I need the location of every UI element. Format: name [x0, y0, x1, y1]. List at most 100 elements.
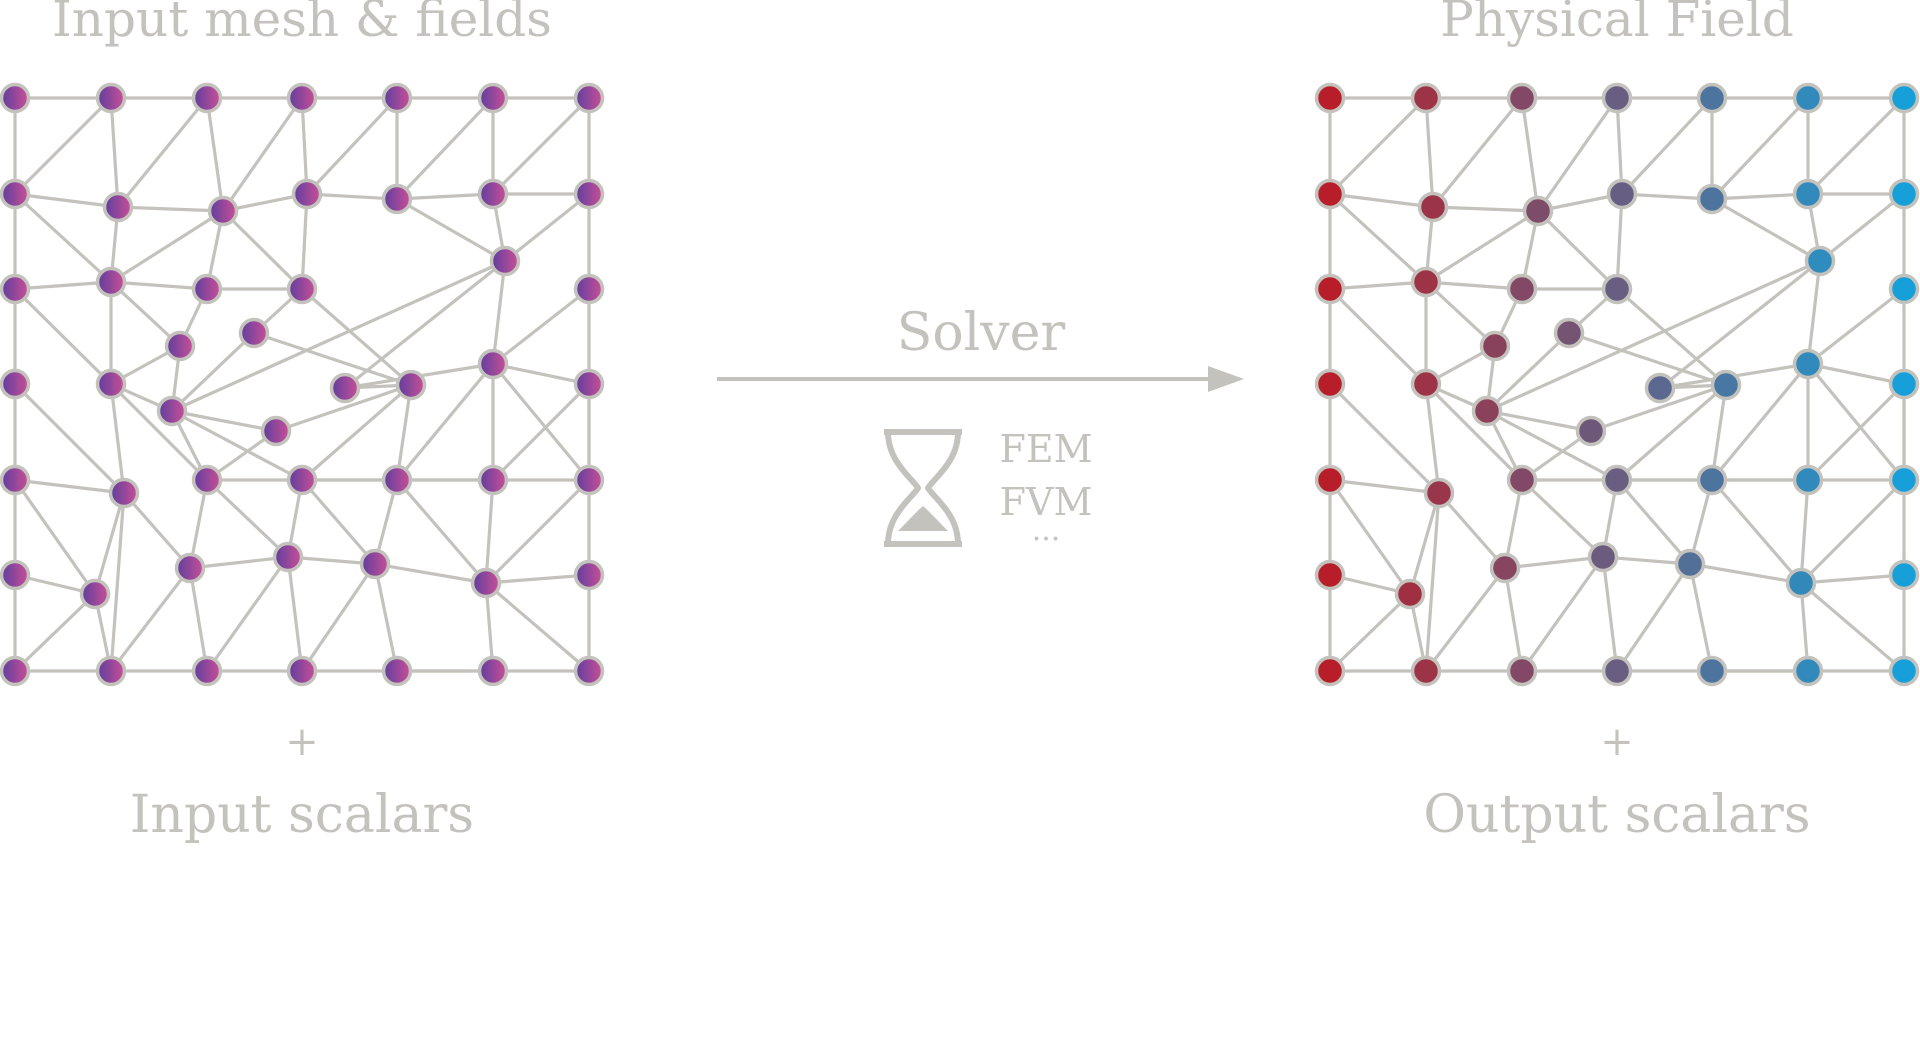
- output-mesh-edge: [1688, 562, 1714, 673]
- input-mesh-node: [477, 82, 509, 114]
- output-mesh-edge: [1806, 362, 1906, 482]
- output-mesh-node: [1696, 82, 1728, 114]
- input-mesh-node: [573, 464, 605, 496]
- input-mesh-node: [573, 178, 605, 210]
- input-mesh-edge: [109, 382, 209, 482]
- input-mesh-edge: [221, 96, 304, 213]
- input-mesh-node: [272, 541, 304, 573]
- input-mesh-node: [477, 464, 509, 496]
- output-mesh-edge: [1503, 566, 1524, 673]
- input-scalars-caption: Input scalars: [130, 785, 474, 845]
- output-mesh-edge: [1424, 382, 1524, 482]
- output-mesh-node: [1314, 273, 1346, 305]
- output-title: Physical Field: [1440, 0, 1794, 48]
- input-mesh-edge: [116, 96, 209, 209]
- input-mesh-node: [156, 395, 188, 427]
- input-mesh-edge: [188, 566, 209, 673]
- input-mesh-edge: [491, 96, 591, 196]
- physical-field-mesh: [1314, 82, 1920, 687]
- input-mesh-node: [477, 178, 509, 210]
- output-mesh-node: [1489, 552, 1521, 584]
- input-mesh-node: [489, 245, 521, 277]
- input-mesh-edge: [305, 96, 399, 196]
- output-mesh-edge: [1485, 409, 1619, 482]
- output-mesh-edge: [1615, 383, 1728, 482]
- output-mesh-node: [1888, 273, 1920, 305]
- input-mesh-node: [477, 348, 509, 380]
- input-mesh-edge: [491, 259, 507, 366]
- output-mesh-edge: [1424, 280, 1497, 348]
- input-mesh-node: [108, 477, 140, 509]
- arrow-right-icon: [717, 366, 1244, 392]
- output-mesh-node: [1471, 395, 1503, 427]
- output-mesh-edge: [1710, 96, 1810, 201]
- input-mesh-node: [286, 82, 318, 114]
- input-mesh-edge: [170, 409, 278, 433]
- plus-sign-right: +: [1600, 719, 1634, 765]
- input-mesh-node: [573, 82, 605, 114]
- output-mesh-edge: [1328, 192, 1435, 209]
- output-mesh-node: [1785, 567, 1817, 599]
- output-mesh-edge: [1806, 362, 1906, 386]
- input-mesh-edge: [109, 280, 209, 291]
- output-mesh-edge: [1328, 287, 1428, 386]
- input-mesh: [0, 82, 605, 687]
- input-mesh-node: [207, 195, 239, 227]
- input-mesh-node: [381, 464, 413, 496]
- input-mesh-edge: [300, 562, 377, 673]
- output-mesh-node: [1888, 368, 1920, 400]
- output-mesh-edge: [1520, 555, 1605, 673]
- output-mesh-node: [1696, 464, 1728, 496]
- output-mesh-edge: [1328, 478, 1441, 495]
- output-mesh-node: [1314, 464, 1346, 496]
- output-mesh-node: [1423, 477, 1455, 509]
- output-mesh-edge: [1688, 562, 1803, 585]
- input-mesh-node: [0, 368, 31, 400]
- input-mesh-edge: [109, 96, 120, 209]
- input-mesh-edge: [491, 382, 591, 482]
- input-mesh-edge: [395, 96, 495, 201]
- output-mesh-edge: [1710, 192, 1810, 201]
- output-mesh-edge: [1485, 331, 1571, 413]
- input-mesh-node: [395, 369, 427, 401]
- input-mesh-node: [191, 655, 223, 687]
- input-mesh-edge: [491, 362, 591, 482]
- output-mesh-node: [1314, 655, 1346, 687]
- output-mesh-node: [1710, 369, 1742, 401]
- output-mesh-edge: [1615, 478, 1692, 566]
- input-mesh-edge: [13, 592, 97, 673]
- output-mesh-edge: [1424, 491, 1441, 673]
- input-mesh-edge: [13, 382, 126, 495]
- output-mesh-node: [1314, 368, 1346, 400]
- output-mesh-node: [1792, 464, 1824, 496]
- output-mesh-edge: [1799, 478, 1810, 585]
- output-mesh-edge: [1520, 478, 1605, 559]
- input-mesh-edge: [300, 478, 377, 566]
- solver-label: Solver: [897, 303, 1066, 363]
- input-mesh-edge: [13, 478, 126, 495]
- input-mesh-edge: [188, 555, 290, 570]
- input-mesh-edge: [395, 383, 413, 482]
- output-mesh-edge: [1806, 96, 1906, 196]
- input-mesh-node: [164, 330, 196, 362]
- output-mesh-node: [1479, 330, 1511, 362]
- output-mesh-node: [1792, 348, 1824, 380]
- output-mesh-edge: [1328, 192, 1428, 284]
- output-mesh-node: [1506, 82, 1538, 114]
- output-mesh-node: [1888, 464, 1920, 496]
- output-mesh-edge: [1424, 566, 1507, 673]
- output-mesh-edge: [1328, 592, 1412, 673]
- output-mesh-edge: [1710, 197, 1822, 263]
- output-mesh-node: [1792, 178, 1824, 210]
- output-mesh-edge: [1615, 562, 1692, 673]
- input-mesh-edge: [109, 491, 126, 673]
- input-mesh-node: [0, 273, 31, 305]
- input-mesh-edge: [484, 581, 591, 673]
- output-mesh-edge: [1799, 581, 1906, 673]
- input-mesh-node: [174, 552, 206, 584]
- output-mesh-node: [1410, 368, 1442, 400]
- output-mesh-node: [1553, 317, 1585, 349]
- input-mesh-edge: [373, 562, 399, 673]
- input-mesh-edge: [170, 331, 256, 413]
